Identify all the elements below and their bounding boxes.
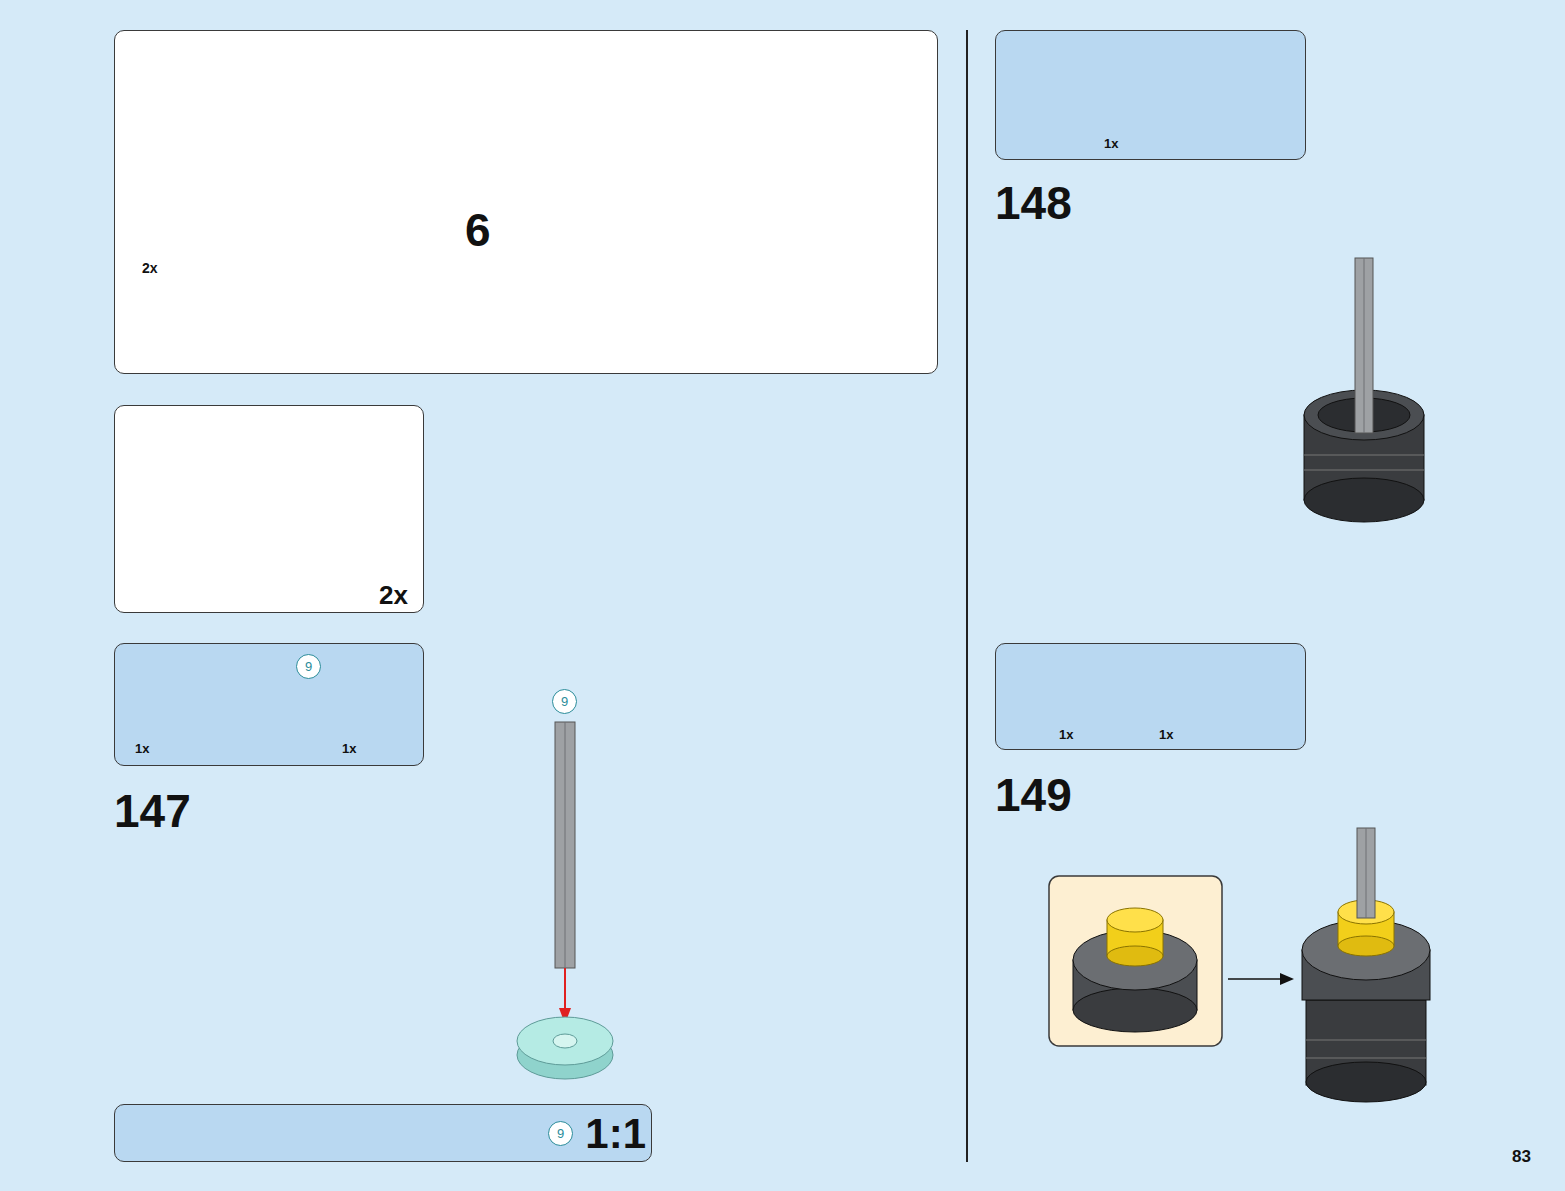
- quantity: 2x: [142, 261, 158, 275]
- callout-number: 9: [553, 690, 576, 713]
- scale-label: 1:1: [585, 1113, 646, 1155]
- quantity: 2x: [379, 582, 408, 608]
- quantity: 1x: [1059, 728, 1073, 741]
- step-number: 147: [114, 788, 191, 834]
- parts-list: 1x 1x 9: [114, 643, 424, 766]
- length-callout: 9: [552, 689, 577, 714]
- step-number: 149: [995, 772, 1072, 818]
- callout-number: 9: [297, 655, 320, 678]
- step-panel: 2x 6: [114, 30, 938, 374]
- parts-list: 1x 1x: [995, 643, 1306, 750]
- subassembly-panel: 2x: [114, 405, 424, 613]
- bag-number: 6: [465, 207, 491, 253]
- parts-list: 1x: [995, 30, 1306, 160]
- scale-bar: 1:1 9: [114, 1104, 652, 1162]
- quantity: 1x: [135, 742, 149, 755]
- page-number: 83: [1512, 1148, 1531, 1165]
- length-callout: 9: [296, 654, 321, 679]
- quantity: 1x: [342, 742, 356, 755]
- callout-number: 9: [549, 1122, 572, 1145]
- step-number: 148: [995, 180, 1072, 226]
- length-callout: 9: [548, 1121, 573, 1146]
- quantity: 1x: [1159, 728, 1173, 741]
- quantity: 1x: [1104, 137, 1118, 150]
